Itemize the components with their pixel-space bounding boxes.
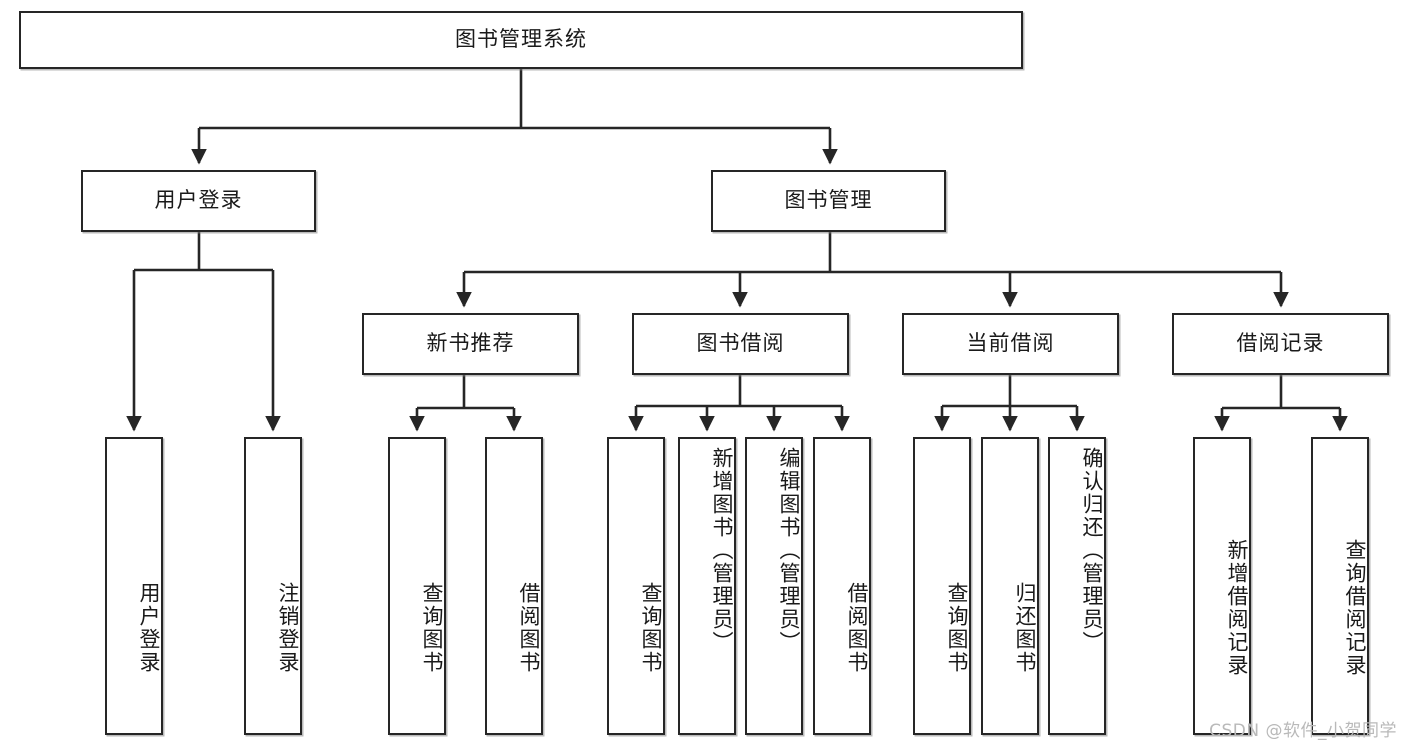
node-book-manage[interactable]: 图书管理	[711, 170, 946, 232]
node-leaf-borrow-book-recommend[interactable]: 借阅图书	[485, 437, 543, 735]
node-borrow-record[interactable]: 借阅记录	[1172, 313, 1389, 375]
csdn-watermark: CSDN @软件_小贺同学	[1209, 721, 1397, 741]
node-label: 查询图书	[639, 582, 663, 674]
node-leaf-edit-book[interactable]: 编辑图书（管理员）	[745, 437, 803, 735]
node-user-login[interactable]: 用户登录	[81, 170, 316, 232]
node-label: 借阅图书	[845, 582, 869, 674]
node-book-borrow[interactable]: 图书借阅	[632, 313, 849, 375]
node-label: 图书借阅	[696, 331, 785, 356]
node-label: 新增借阅记录	[1225, 539, 1249, 677]
node-label: 归还图书	[1013, 582, 1037, 674]
node-label: 新增图书（管理员）	[710, 447, 734, 654]
node-leaf-user-login[interactable]: 用户登录	[105, 437, 163, 735]
node-leaf-query-record[interactable]: 查询借阅记录	[1311, 437, 1369, 735]
node-label: 查询图书	[420, 582, 444, 674]
node-label: 注销登录	[276, 582, 300, 674]
node-label: 图书管理	[784, 188, 873, 213]
node-leaf-add-record[interactable]: 新增借阅记录	[1193, 437, 1251, 735]
node-label: 用户登录	[137, 582, 161, 674]
node-leaf-return-book[interactable]: 归还图书	[981, 437, 1039, 735]
node-label: 编辑图书（管理员）	[777, 447, 801, 654]
node-label: 查询借阅记录	[1343, 539, 1367, 677]
node-label: 借阅记录	[1236, 331, 1325, 356]
node-leaf-query-book-recommend[interactable]: 查询图书	[388, 437, 446, 735]
node-leaf-borrow-book[interactable]: 借阅图书	[813, 437, 871, 735]
node-label: 用户登录	[154, 188, 243, 213]
node-label: 确认归还（管理员）	[1080, 447, 1104, 654]
node-current-borrow[interactable]: 当前借阅	[902, 313, 1119, 375]
node-label: 新书推荐	[426, 331, 515, 356]
node-label: 图书管理系统	[455, 27, 587, 52]
node-leaf-add-book[interactable]: 新增图书（管理员）	[678, 437, 736, 735]
node-leaf-user-logout[interactable]: 注销登录	[244, 437, 302, 735]
node-label: 借阅图书	[517, 582, 541, 674]
node-label: 查询图书	[945, 582, 969, 674]
node-root-system[interactable]: 图书管理系统	[19, 11, 1023, 69]
node-leaf-query-book-current[interactable]: 查询图书	[913, 437, 971, 735]
node-leaf-query-book-borrow[interactable]: 查询图书	[607, 437, 665, 735]
node-new-book-recommend[interactable]: 新书推荐	[362, 313, 579, 375]
node-leaf-confirm-return[interactable]: 确认归还（管理员）	[1048, 437, 1106, 735]
node-label: 当前借阅	[966, 331, 1055, 356]
